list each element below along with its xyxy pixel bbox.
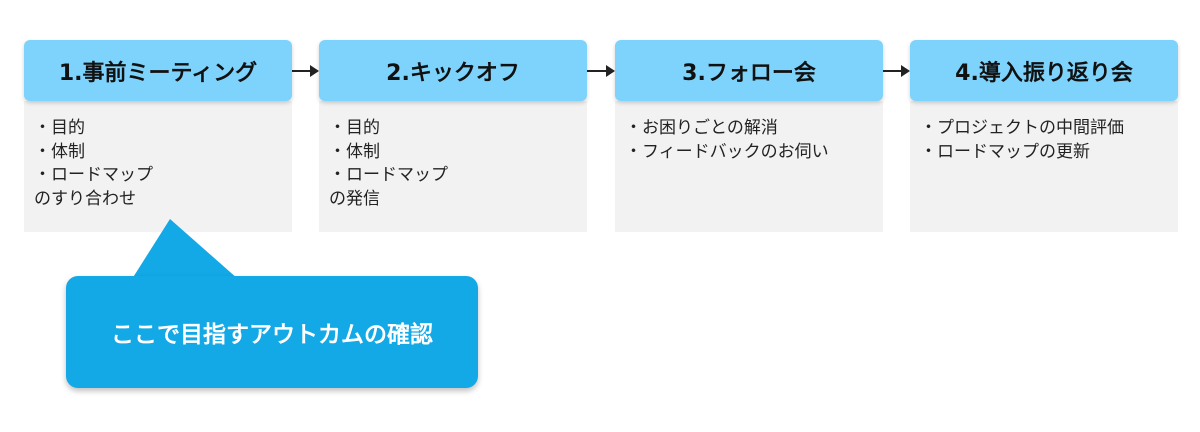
step-4-body: ・プロジェクトの中間評価 ・ロードマップの更新 xyxy=(910,101,1178,232)
step-4-item: ・プロジェクトの中間評価 xyxy=(920,118,1124,138)
step-2-item: の発信 xyxy=(329,188,380,209)
step-1-item: ・ロードマップ xyxy=(34,165,153,185)
step-2-title: 2.キックオフ xyxy=(319,40,587,101)
step-3-item: ・お困りごとの解消 xyxy=(625,118,778,138)
callout-box: ここで目指すアウトカムの確認 xyxy=(66,276,478,388)
arrow-right-icon xyxy=(880,65,910,77)
arrow-right-icon xyxy=(585,65,615,77)
step-2-body: ・目的 ・体制 ・ロードマップ の発信 xyxy=(319,101,587,232)
step-3: 3.フォロー会 ・お困りごとの解消 ・フィードバックのお伺い xyxy=(615,40,883,232)
step-1: 1.事前ミーティング ・目的 ・体制 ・ロードマップ のすり合わせ xyxy=(24,40,292,232)
callout-text: ここで目指すアウトカムの確認 xyxy=(111,322,433,348)
step-1-item: ・体制 xyxy=(34,141,85,162)
step-4: 4.導入振り返り会 ・プロジェクトの中間評価 ・ロードマップの更新 xyxy=(910,40,1178,232)
arrow-right-icon xyxy=(289,65,319,77)
step-4-item: ・ロードマップの更新 xyxy=(920,141,1090,162)
step-2-item: ・体制 xyxy=(329,141,380,162)
step-3-body: ・お困りごとの解消 ・フィードバックのお伺い xyxy=(615,101,883,232)
step-2-item: ・目的 xyxy=(329,118,380,138)
step-1-title: 1.事前ミーティング xyxy=(24,40,292,101)
step-1-item: のすり合わせ xyxy=(34,188,136,209)
step-1-body: ・目的 ・体制 ・ロードマップ のすり合わせ xyxy=(24,101,292,232)
step-1-item: ・目的 xyxy=(34,118,85,138)
step-4-title: 4.導入振り返り会 xyxy=(910,40,1178,101)
step-2-item: ・ロードマップ xyxy=(329,165,448,185)
callout-pointer xyxy=(132,219,238,279)
step-2: 2.キックオフ ・目的 ・体制 ・ロードマップ の発信 xyxy=(319,40,587,232)
step-3-item: ・フィードバックのお伺い xyxy=(625,141,829,162)
step-3-title: 3.フォロー会 xyxy=(615,40,883,101)
